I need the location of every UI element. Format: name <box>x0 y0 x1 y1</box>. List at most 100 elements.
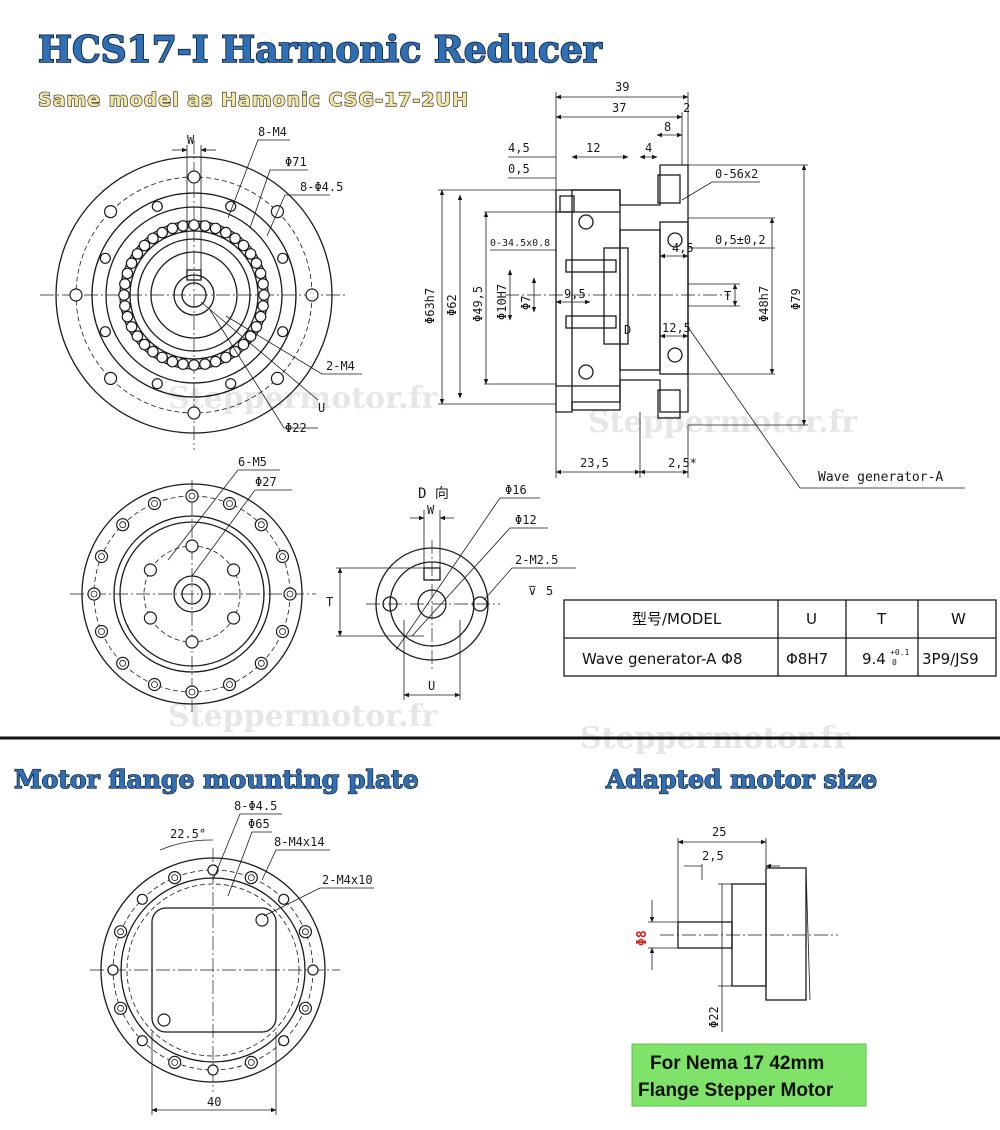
dim-37: 37 <box>612 101 626 115</box>
flange-hole <box>254 656 268 670</box>
motor-dim-d22: Φ22 <box>707 1006 721 1028</box>
dim-12: 12 <box>586 141 600 155</box>
dim-39: 39 <box>615 80 629 94</box>
plate-hole <box>244 1055 258 1070</box>
detail-u: U <box>428 679 435 693</box>
dim-0-5-tol: 0,5±0,2 <box>715 233 766 247</box>
motor-badge-line1: For Nema 17 42mm <box>650 1053 824 1074</box>
label-6-m5: 6-M5 <box>238 455 267 469</box>
plate-hole-inner <box>301 1004 309 1012</box>
dim-4: 4 <box>645 141 652 155</box>
bearing-ball <box>209 222 222 235</box>
front-view: W 8-M4 Φ71 8-Φ4.5 2-M4 U Φ22 <box>40 125 362 450</box>
dim-d10: Φ10H7 <box>495 284 509 320</box>
bearing-ball <box>156 351 168 364</box>
plate-tapped-hole <box>207 1064 219 1076</box>
plate-hole-inner <box>247 874 255 881</box>
dim-d63: Φ63h7 <box>423 288 437 324</box>
plate-tapped-hole <box>136 1035 148 1047</box>
bearing-ball <box>138 338 151 351</box>
dim-d7: Φ7 <box>519 296 533 310</box>
dim-d62: Φ62 <box>445 294 459 316</box>
bearing-ball <box>166 222 179 235</box>
bearing-ball <box>229 232 241 245</box>
flange-hole-inner <box>257 659 265 667</box>
flange-hole-inner <box>257 521 265 529</box>
flange-hole <box>275 549 290 564</box>
detail-depth-symbol: ⊽ <box>528 584 537 598</box>
page-title: HCS17-I Harmonic Reducer <box>38 29 603 71</box>
bearing-ball <box>250 320 263 333</box>
dim-w: W <box>187 133 195 147</box>
detail-d16: Φ16 <box>505 483 527 497</box>
flange-hole <box>254 518 268 532</box>
motor-heading: Adapted motor size <box>605 765 877 794</box>
plate-hole <box>113 925 128 939</box>
output-tapped-hole <box>227 611 241 625</box>
motor-badge-line2: Flange Stepper Motor <box>638 1080 834 1101</box>
flange-hole <box>222 496 237 511</box>
flange-hole-inner <box>98 553 105 560</box>
plate-hole <box>168 1055 182 1070</box>
tapped-hole <box>277 326 289 338</box>
dim-d-label: D <box>624 323 631 337</box>
flange-hole-inner <box>286 590 294 598</box>
table-cell: Wave generator-A Φ8 <box>582 650 743 668</box>
plate-hole <box>113 1001 128 1015</box>
bearing-ball <box>138 239 151 252</box>
bearing-ball <box>121 267 134 280</box>
tapped-hole <box>151 200 163 212</box>
flange-hole-inner <box>90 590 98 598</box>
flange-hole <box>147 677 162 692</box>
tapped-hole <box>225 378 237 390</box>
bearing-ball <box>125 320 138 333</box>
watermark: Steppermotor.fr <box>588 405 858 440</box>
bearing-ball <box>244 248 257 260</box>
flange-hole-inner <box>119 521 127 529</box>
label-d65: Φ65 <box>248 817 270 831</box>
plate-hole-inner <box>171 874 179 881</box>
dim-d48: Φ48h7 <box>757 286 771 322</box>
motor-size-view: 25 2,5 Φ8 Φ22 For Nema 17 42mm Flange St… <box>631 825 867 1107</box>
flange-hole <box>185 685 199 699</box>
label-40: 40 <box>207 1095 221 1109</box>
flange-hole <box>87 587 101 601</box>
bearing-ball <box>237 338 250 351</box>
bearing-ball <box>119 278 131 290</box>
bearing-ball <box>166 355 179 368</box>
bearing-ball <box>250 257 263 269</box>
dim-12-5: 12,5 <box>662 321 691 335</box>
dim-4-5: 4,5 <box>508 141 530 155</box>
dim-d49-5: Φ49,5 <box>471 286 485 322</box>
watermark: Steppermotor.fr <box>168 381 438 416</box>
dim-2-5-star: 2,5* <box>668 456 697 470</box>
flange-hole <box>275 624 290 639</box>
plate-hole-inner <box>247 1059 255 1066</box>
flange-hole-inner <box>98 628 105 635</box>
bearing-ball <box>220 351 232 364</box>
detail-depth: 5 <box>546 584 553 598</box>
flange-hole <box>94 624 109 639</box>
detail-2-m25: 2-M2.5 <box>515 553 558 567</box>
detail-title: D 向 <box>418 486 449 502</box>
flange-hole <box>185 489 199 503</box>
flange-hole-inner <box>119 659 127 667</box>
table-header: 型号/MODEL <box>632 610 722 628</box>
flange-hole <box>116 518 130 532</box>
mounting-hole <box>103 205 118 219</box>
dim-o562: 0-56x2 <box>715 167 758 181</box>
bearing-ball <box>199 220 211 232</box>
plate-hole <box>298 925 312 939</box>
tapped-hole <box>99 252 111 264</box>
label-2-m4x10: 2-M4x10 <box>322 873 373 887</box>
bearing-ball <box>118 289 130 301</box>
mounting-hole <box>305 288 319 302</box>
bearing-ball <box>156 226 168 239</box>
flange-hole-inner <box>226 681 233 688</box>
bearing-ball <box>147 232 159 245</box>
bearing-ball <box>121 310 134 323</box>
table-header: T <box>876 610 887 628</box>
plate-hole <box>298 1001 312 1015</box>
motor-dim-2-5: 2,5 <box>702 849 724 863</box>
plate-tapped-hole <box>307 964 319 976</box>
